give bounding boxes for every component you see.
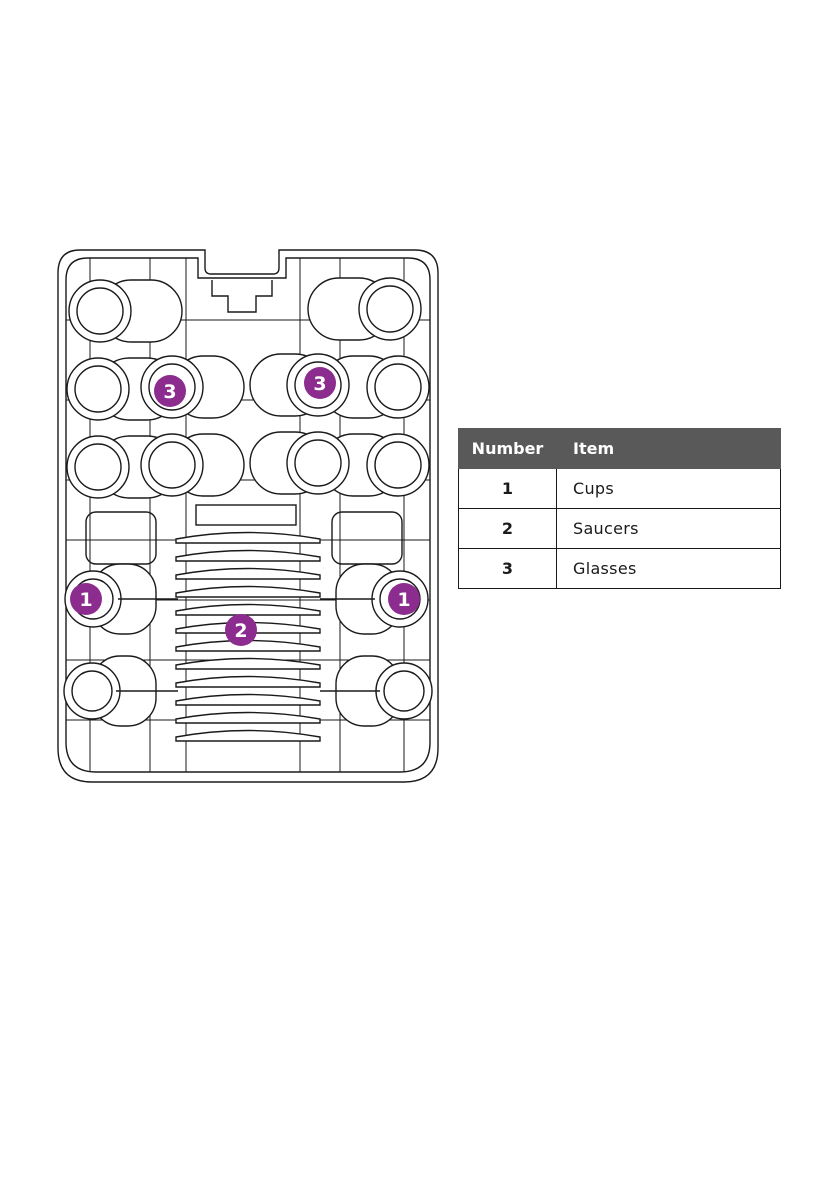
legend-row-number: 1 [459, 469, 557, 509]
legend-header-number: Number [459, 429, 557, 469]
legend-row: 3 Glasses [459, 549, 781, 589]
callout-glasses: 3 [304, 367, 336, 399]
callout-glasses: 3 [154, 375, 186, 407]
legend-header-item: Item [557, 429, 781, 469]
callout-number: 3 [163, 381, 176, 403]
callout-number: 1 [79, 589, 92, 611]
legend-row-number: 3 [459, 549, 557, 589]
legend-row-item: Saucers [557, 509, 781, 549]
callout-number: 2 [234, 620, 247, 642]
callout-number: 3 [313, 373, 326, 395]
legend-row-item: Glasses [557, 549, 781, 589]
callout-cups: 1 [388, 583, 420, 615]
legend-row: 2 Saucers [459, 509, 781, 549]
callout-number: 1 [397, 589, 410, 611]
legend-row-number: 2 [459, 509, 557, 549]
legend-table: Number Item 1 Cups 2 Saucers 3 Glasses [458, 428, 781, 589]
legend-row: 1 Cups [459, 469, 781, 509]
callout-saucers: 2 [225, 614, 257, 646]
legend-header-row: Number Item [459, 429, 781, 469]
legend-row-item: Cups [557, 469, 781, 509]
callout-cups: 1 [70, 583, 102, 615]
